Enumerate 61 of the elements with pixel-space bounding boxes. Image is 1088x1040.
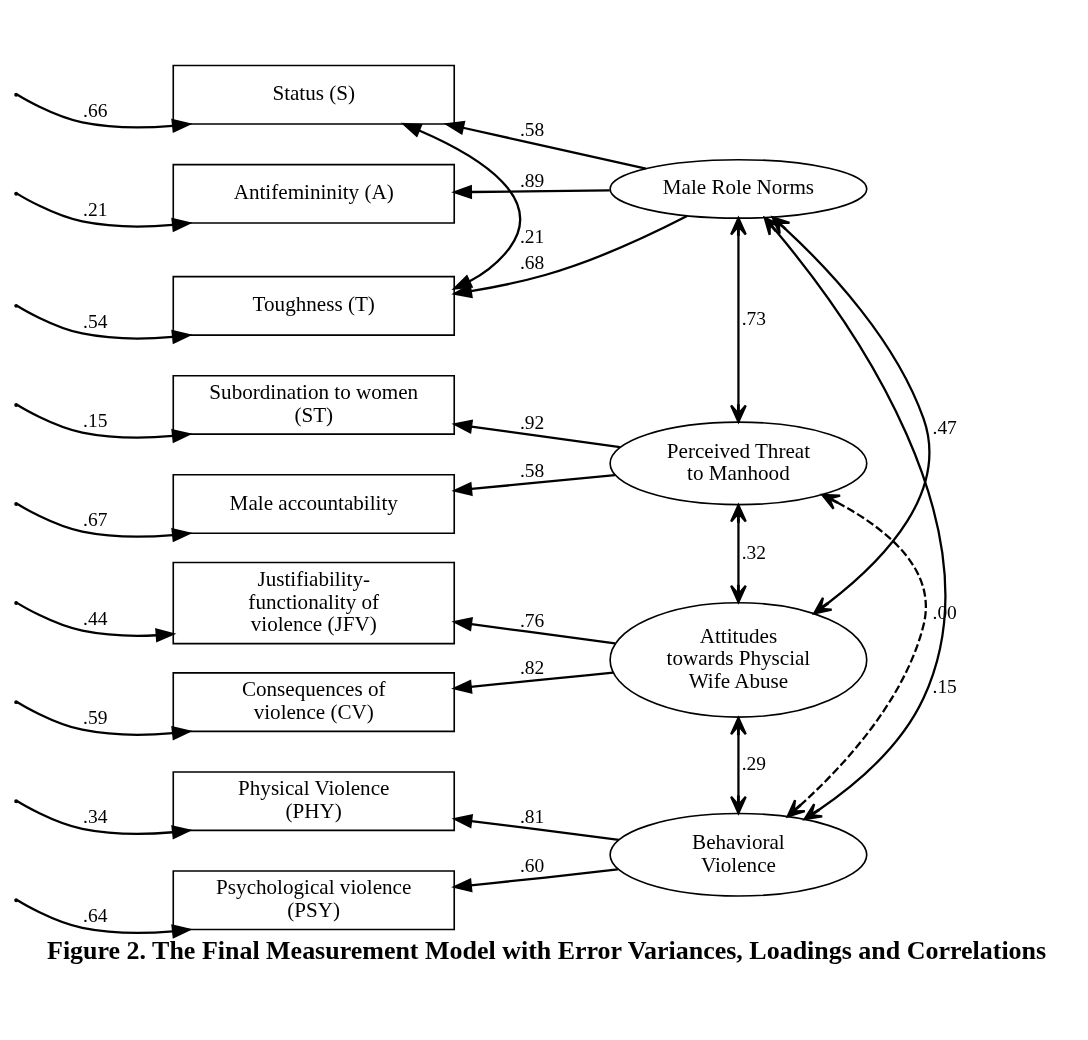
edge-label: .15 [83,409,108,431]
arrow [730,716,747,814]
arrow [451,867,618,892]
edge-label: .66 [83,99,108,121]
arrow [16,403,193,443]
arrow [16,700,193,740]
arrow [451,418,621,448]
arrow [16,601,177,643]
arrow [451,184,610,199]
edge-label: .58 [520,118,545,140]
arrow [16,898,193,939]
arrow [16,192,193,232]
edge-label: .29 [741,752,767,774]
node-ellipse: Attitudes towards Physcial Wife Abuse [609,601,868,718]
arrow [16,304,193,344]
edge-label: .92 [520,411,545,433]
arrow [786,493,927,818]
node-box: Toughness (T) [172,275,456,336]
edge-label: .82 [520,656,545,678]
arrow [16,93,193,133]
node-ellipse: Perceived Threat to Manhood [609,420,868,505]
edge-label: .81 [520,805,545,827]
edge-label: .47 [932,416,957,438]
arrow [451,616,616,645]
diagram-title: Figure 2. The Final Measurement Model with Error Variances, Loadings and Correlations [47,935,1047,965]
edge-label: .21 [520,225,545,247]
arrow [16,502,193,542]
node-box: Psychological violence (PSY) [172,869,456,930]
edge-label: .68 [520,251,545,273]
arrow [400,122,521,290]
arrow [730,216,747,423]
edge-label: .44 [83,607,108,629]
node-box: Antifemininity (A) [172,163,456,224]
node-box: Justifiability-functionality of violence (JFV) [172,561,456,644]
arrow [443,120,647,170]
node-ellipse: Behavioral Violence [609,812,868,897]
edge-label: .32 [741,541,767,563]
edge-label: .59 [83,706,108,728]
edge-label: .15 [932,675,957,697]
edge-label: .54 [83,310,108,332]
edge-label: .89 [520,169,545,191]
arrow [451,473,615,496]
node-box: Physical Violence (PHY) [172,770,456,831]
edge-label: .67 [83,508,108,530]
edge-label: .58 [520,459,545,481]
node-box: Consequences of violence (CV) [172,671,456,732]
edge-label: .73 [741,307,767,329]
arrow [451,813,619,841]
arrow [16,799,193,840]
edge-label: .34 [83,805,108,827]
edge-label: .21 [83,198,108,220]
arrow [451,670,614,694]
edge-label: .60 [520,854,545,876]
arrow [730,503,747,603]
edge-label: .64 [83,904,108,926]
node-box: Status (S) [172,64,456,125]
node-box: Subordination to women (ST) [172,374,456,435]
node-ellipse: Male Role Norms [609,158,868,219]
arrow [451,214,688,298]
edge-label: .76 [520,609,545,631]
node-box: Male accountability [172,473,456,534]
